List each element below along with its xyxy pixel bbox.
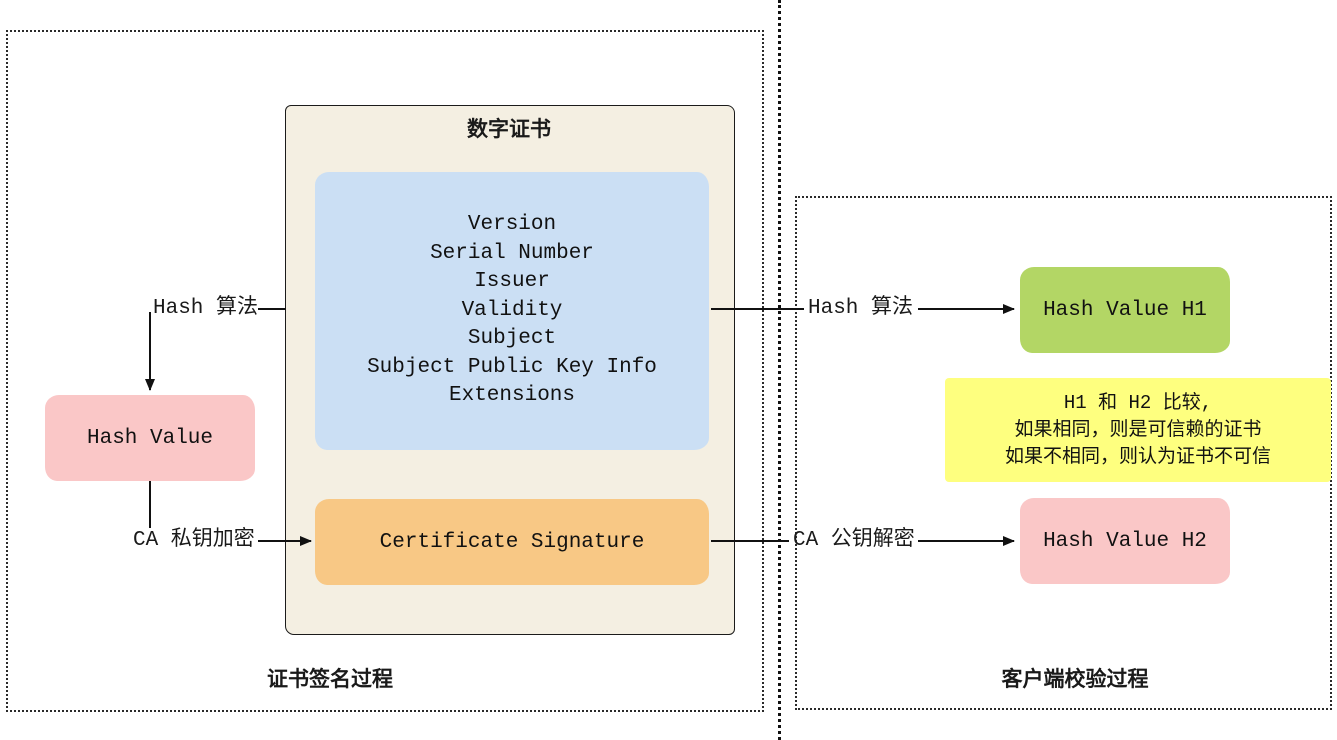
comparison-note-line: H1 和 H2 比较, [1063,391,1213,414]
ca-private-key-encrypt-label: CA 私钥加密 [133,529,255,552]
comparison-note-line: 如果相同，则是可信赖的证书 [1014,418,1262,441]
ca-public-key-decrypt-label: CA 公钥解密 [793,529,915,552]
hash-value-box: Hash Value [45,395,255,481]
certificate-field: Serial Number [430,241,594,265]
signing-process-region [6,30,764,712]
certificate-field: Issuer [474,270,550,294]
hash-value-h1-box: Hash Value H1 [1020,267,1230,353]
certificate-signature-box: Certificate Signature [315,499,709,585]
certificate-fields-box: Version Serial Number Issuer Validity Su… [315,172,709,450]
certificate-field: Subject [467,327,557,351]
comparison-note-box: H1 和 H2 比较, 如果相同，则是可信赖的证书 如果不相同，则认为证书不可信 [945,378,1331,482]
certificate-field: Subject Public Key Info [367,355,657,379]
hash-algorithm-label-right: Hash 算法 [808,297,914,320]
hash-algorithm-label-left: Hash 算法 [153,297,259,320]
hash-value-h2-box: Hash Value H2 [1020,498,1230,584]
comparison-note-line: 如果不相同，则认为证书不可信 [1004,445,1271,468]
signing-process-caption: 证书签名过程 [267,668,393,691]
certificate-field: Version [467,213,557,237]
digital-certificate-title: 数字证书 [467,118,551,141]
verification-process-region [795,196,1332,710]
verification-process-caption: 客户端校验过程 [1001,668,1149,691]
certificate-field: Validity [461,298,563,322]
certificate-field: Extensions [448,384,576,408]
vertical-dotted-divider [778,0,781,740]
